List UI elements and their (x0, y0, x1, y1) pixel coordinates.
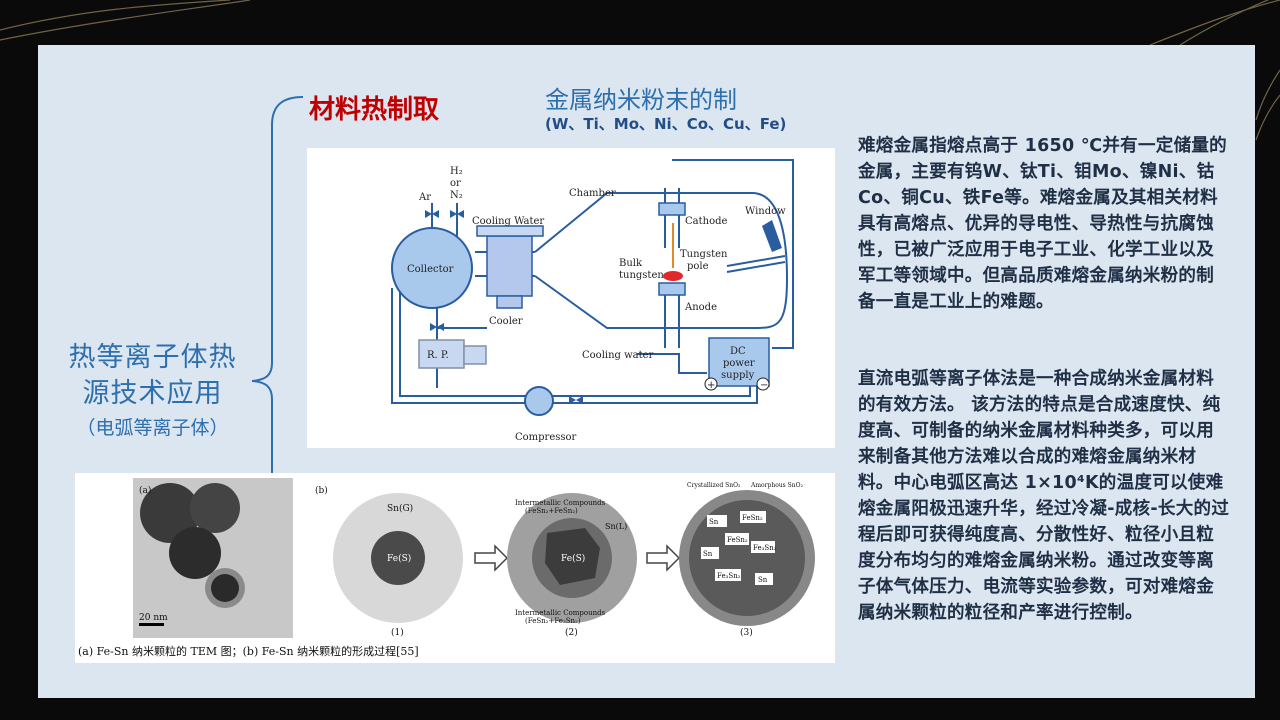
label-fe-s-2: Fe(S) (561, 553, 585, 564)
valve-icon (425, 210, 439, 218)
label-h2: H₂ (450, 166, 463, 177)
side-title-line1: 热等离子体热 (68, 342, 237, 373)
label-sn-g: Sn(G) (387, 503, 413, 514)
figure-caption: (a) Fe-Sn 纳米颗粒的 TEM 图；(b) Fe-Sn 纳米颗粒的形成过… (78, 644, 419, 658)
label-cathode: Cathode (685, 216, 727, 227)
label-ar: Ar (418, 192, 431, 203)
paragraph-dc-arc-method: 直流电弧等离子体法是一种合成纳米金属材料的有效方法。 该方法的特点是合成速度快、… (858, 369, 1230, 623)
label-rp: R. P. (427, 350, 449, 361)
label-fe3sn2-3b: Fe₃Sn₂ (717, 572, 741, 580)
window-icon (762, 220, 782, 252)
main-title: 金属纳米粉末的制 (545, 86, 737, 114)
label-intermetallic-bot-2: (FeSn₂+Fe₃Sn₂) (525, 617, 581, 625)
label-tungsten-pole-2: pole (687, 261, 709, 272)
tem-diagram: (a) (b) 20 nm Sn(G) Fe(S) Intermetallic … (78, 478, 815, 658)
label-n2: N₂ (450, 190, 463, 201)
curly-brace (251, 96, 304, 480)
compressor-pump (524, 386, 554, 416)
label-or: or (450, 178, 461, 189)
label-a: (a) (139, 485, 151, 496)
step-3-label: (3) (740, 627, 753, 638)
label-cooler: Cooler (489, 316, 523, 327)
label-sn-3c: Sn (758, 576, 768, 584)
label-intermetallic-top-1: Intermetallic Compounds (515, 499, 606, 507)
label-tungsten: tungsten (619, 270, 664, 281)
label-fe-s-1: Fe(S) (387, 553, 411, 564)
side-title: 热等离子体热 源技术应用 (40, 340, 265, 412)
label-minus: − (760, 380, 768, 391)
side-title-line2: 源技术应用 (82, 378, 223, 409)
label-compressor: Compressor (515, 432, 577, 443)
label-sn-l: Sn(L) (605, 522, 627, 531)
label-dc: DC (730, 346, 746, 357)
label-window: Window (745, 206, 786, 217)
dc-power-supply (708, 337, 770, 387)
apparatus-diagram: Ar H₂ or N₂ Cooling Water Chamber Cathod… (391, 159, 794, 443)
label-fesn2-3a: FeSn₂ (742, 514, 763, 522)
scale-bar-label: 20 nm (139, 613, 168, 623)
paragraph-refractory-metals: 难熔金属指熔点高于 1650 ℃并有一定储量的金属，主要有钨W、钛Ti、钼Mo、… (858, 136, 1227, 312)
label-anode: Anode (684, 302, 717, 313)
label-cooling-water: Cooling water (582, 350, 654, 361)
label-fe3sn2-3a: Fe₃Sn₂ (753, 544, 777, 552)
valve-icon (569, 396, 583, 404)
side-subtitle: （电弧等离子体） (76, 417, 229, 439)
label-chamber: Chamber (569, 188, 616, 199)
label-intermetallic-bot-1: Intermetallic Compounds (515, 609, 606, 617)
apparatus-figure: Ar H₂ or N₂ Cooling Water Chamber Cathod… (307, 148, 835, 448)
label-cooling-water-top: Cooling Water (472, 216, 544, 227)
label-supply: supply (721, 370, 755, 381)
label-power: power (723, 358, 755, 369)
label-bulk: Bulk (619, 258, 643, 269)
label-tungsten-pole-1: Tungsten (680, 249, 728, 260)
arrow-icon (646, 544, 681, 572)
step-2-label: (2) (565, 627, 578, 638)
label-plus: + (707, 380, 715, 391)
section-title: 材料热制取 (309, 95, 440, 125)
label-amorphous-sno2: Amorphous SnO₂ (750, 482, 804, 489)
arrow-icon (474, 544, 509, 572)
elements-list: (W、Ti、Mo、Ni、Co、Cu、Fe) (545, 115, 787, 133)
label-b: (b) (315, 485, 328, 496)
step-1-label: (1) (391, 627, 404, 638)
label-fesn2-3b: FeSn₂ (727, 536, 748, 544)
valve-icon (450, 210, 464, 218)
valve-icon (430, 323, 444, 331)
cooler-unit (486, 235, 533, 297)
tem-figure: (a) (b) 20 nm Sn(G) Fe(S) Intermetallic … (75, 473, 835, 663)
collector-vessel (391, 227, 473, 309)
label-intermetallic-top-2: (FeSn₂+FeSn₂) (525, 507, 578, 515)
label-collector: Collector (407, 264, 454, 275)
label-crystallized-sno2: Crystallized SnO₂ (687, 482, 741, 489)
label-sn-3a: Sn (709, 518, 719, 526)
label-sn-3b: Sn (703, 550, 713, 558)
